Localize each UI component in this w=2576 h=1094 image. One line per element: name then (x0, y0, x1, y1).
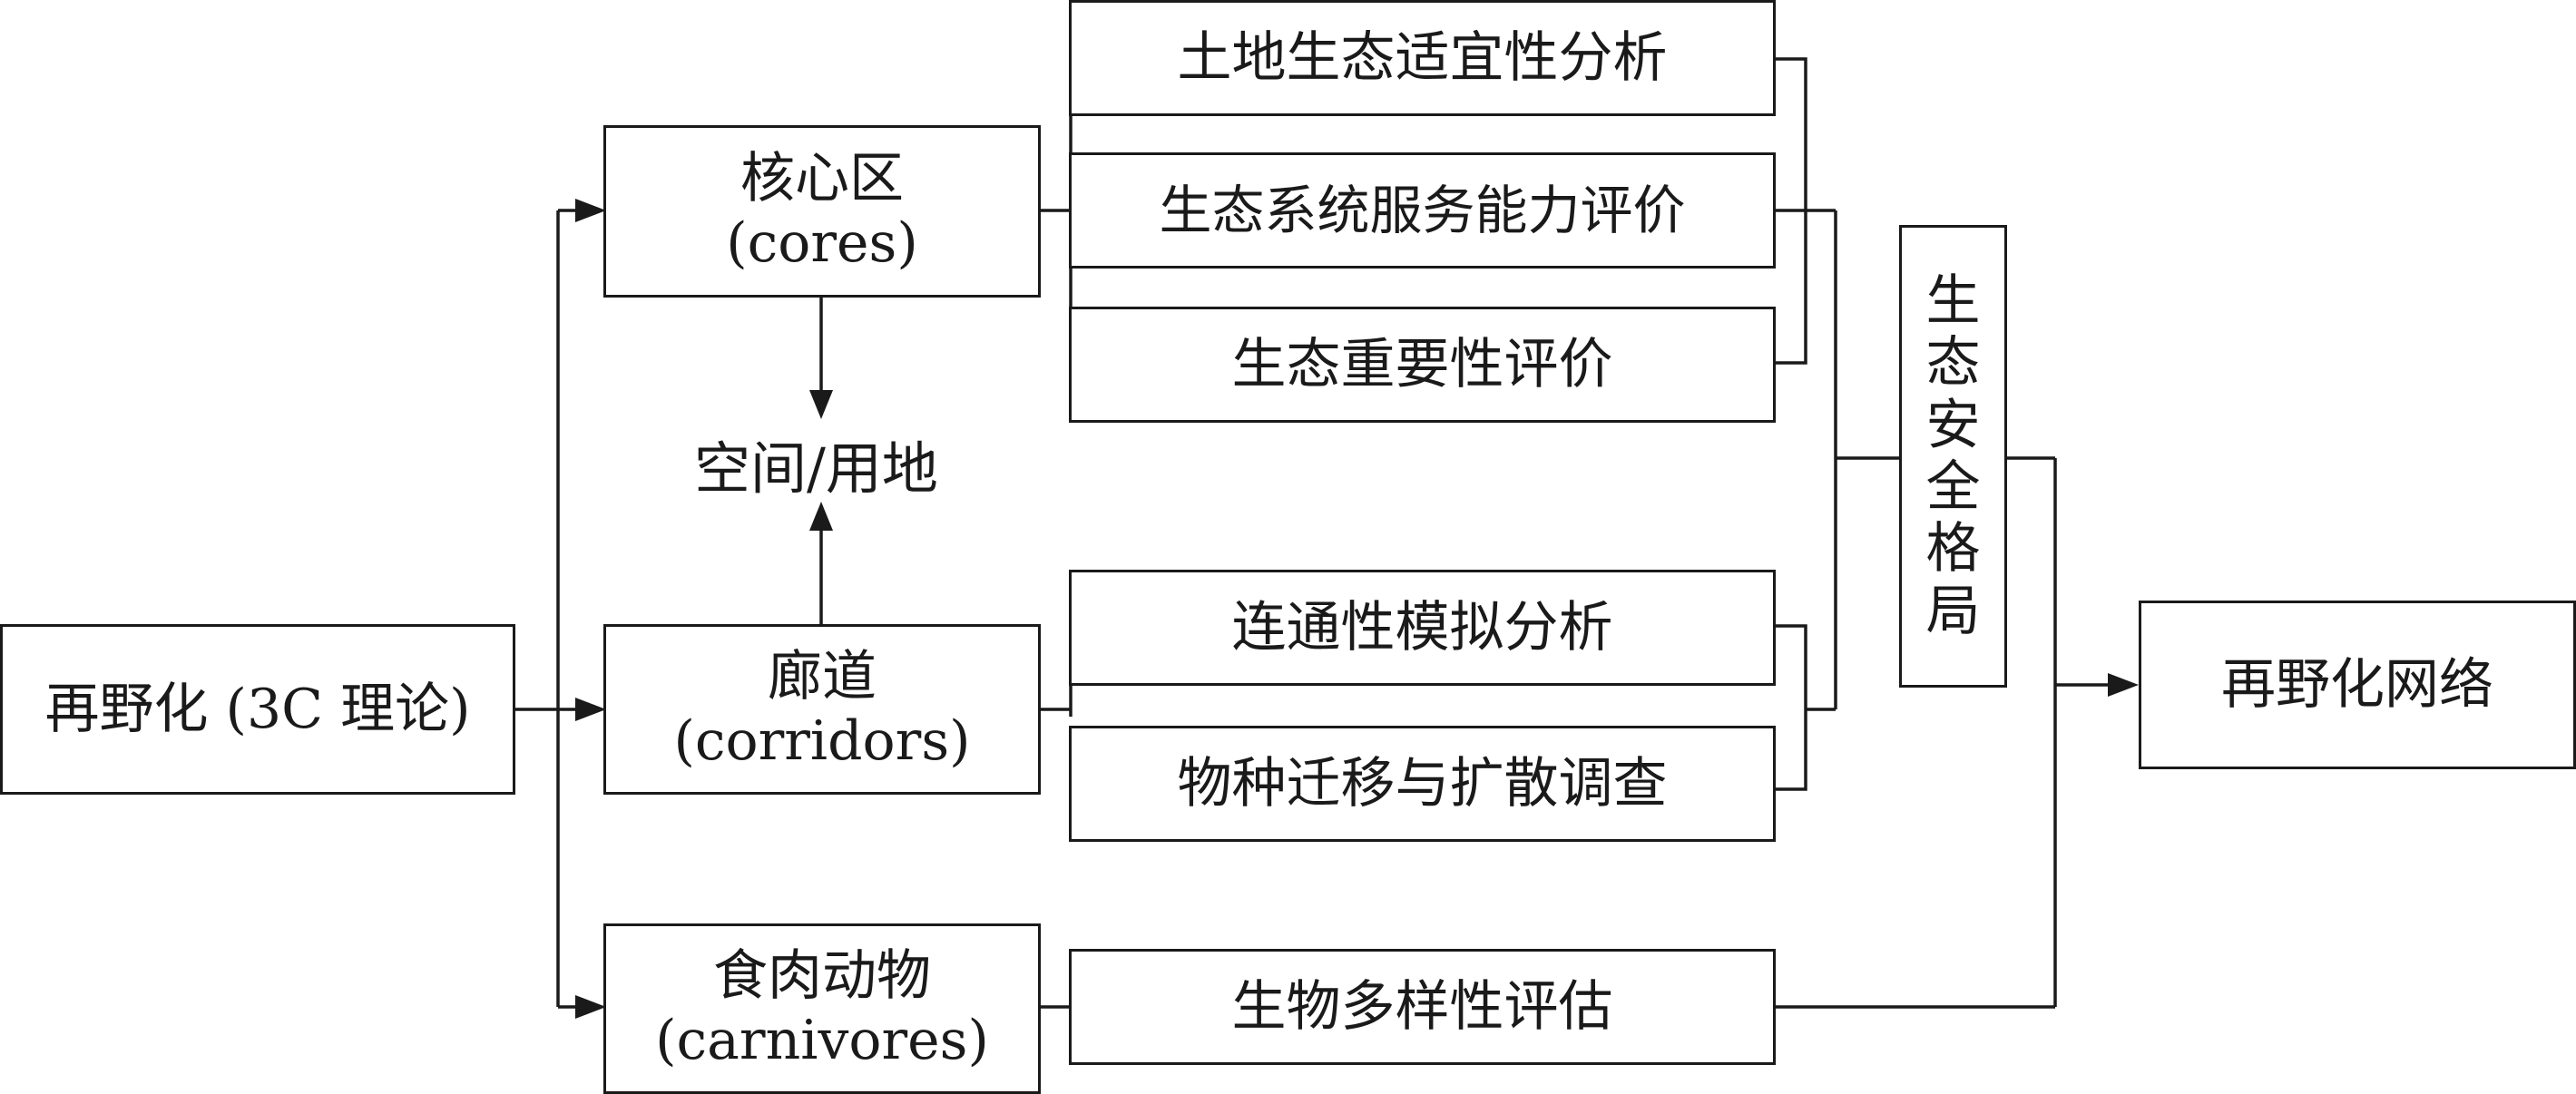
root-box: 再野化 (3C 理论) (0, 624, 515, 795)
security-char: 安 (1925, 393, 1981, 457)
security-char: 局 (1925, 579, 1981, 643)
corridors-label-cn: 廊道 (768, 645, 877, 709)
analysis-service-capacity: 生态系统服务能力评价 (1069, 152, 1776, 269)
security-char: 态 (1925, 331, 1981, 396)
bracket-corridor-analyses (1774, 624, 1807, 791)
analysis-connectivity: 连通性模拟分析 (1069, 570, 1776, 686)
arrowhead-to-output (2108, 673, 2139, 697)
security-pattern-box: 生 态 安 全 格 局 (1899, 225, 2007, 688)
root-label: 再野化 (3C 理论) (44, 677, 471, 741)
arrowhead-to-cores (575, 199, 606, 222)
analysis-migration: 物种迁移与扩散调查 (1069, 726, 1776, 842)
carnivores-label-cn: 食肉动物 (713, 944, 931, 1009)
security-char: 生 (1925, 269, 1981, 333)
analysis-biodiversity: 生物多样性评估 (1069, 949, 1776, 1065)
cores-label-en: (cores) (726, 211, 918, 275)
output-label: 再野化网络 (2221, 652, 2493, 717)
arrowhead-to-carnivores (575, 995, 606, 1019)
cores-label-cn: 核心区 (740, 147, 904, 211)
space-label: 空间/用地 (694, 435, 938, 502)
corridors-box: 廊道 (corridors) (603, 624, 1041, 795)
corridors-label-en: (corridors) (673, 709, 971, 773)
output-box: 再野化网络 (2139, 601, 2576, 769)
security-char: 格 (1925, 517, 1981, 581)
arrowhead-to-corridors (575, 698, 606, 721)
security-char: 全 (1925, 455, 1981, 519)
carnivores-box: 食肉动物 (carnivores) (603, 923, 1041, 1094)
analysis-land-suitability: 土地生态适宜性分析 (1069, 0, 1776, 116)
arrowhead-corridors-space (809, 502, 833, 531)
cores-box: 核心区 (cores) (603, 125, 1041, 298)
carnivores-label-en: (carnivores) (655, 1009, 989, 1072)
arrowhead-cores-space (809, 390, 833, 419)
analysis-importance: 生态重要性评价 (1069, 307, 1776, 423)
